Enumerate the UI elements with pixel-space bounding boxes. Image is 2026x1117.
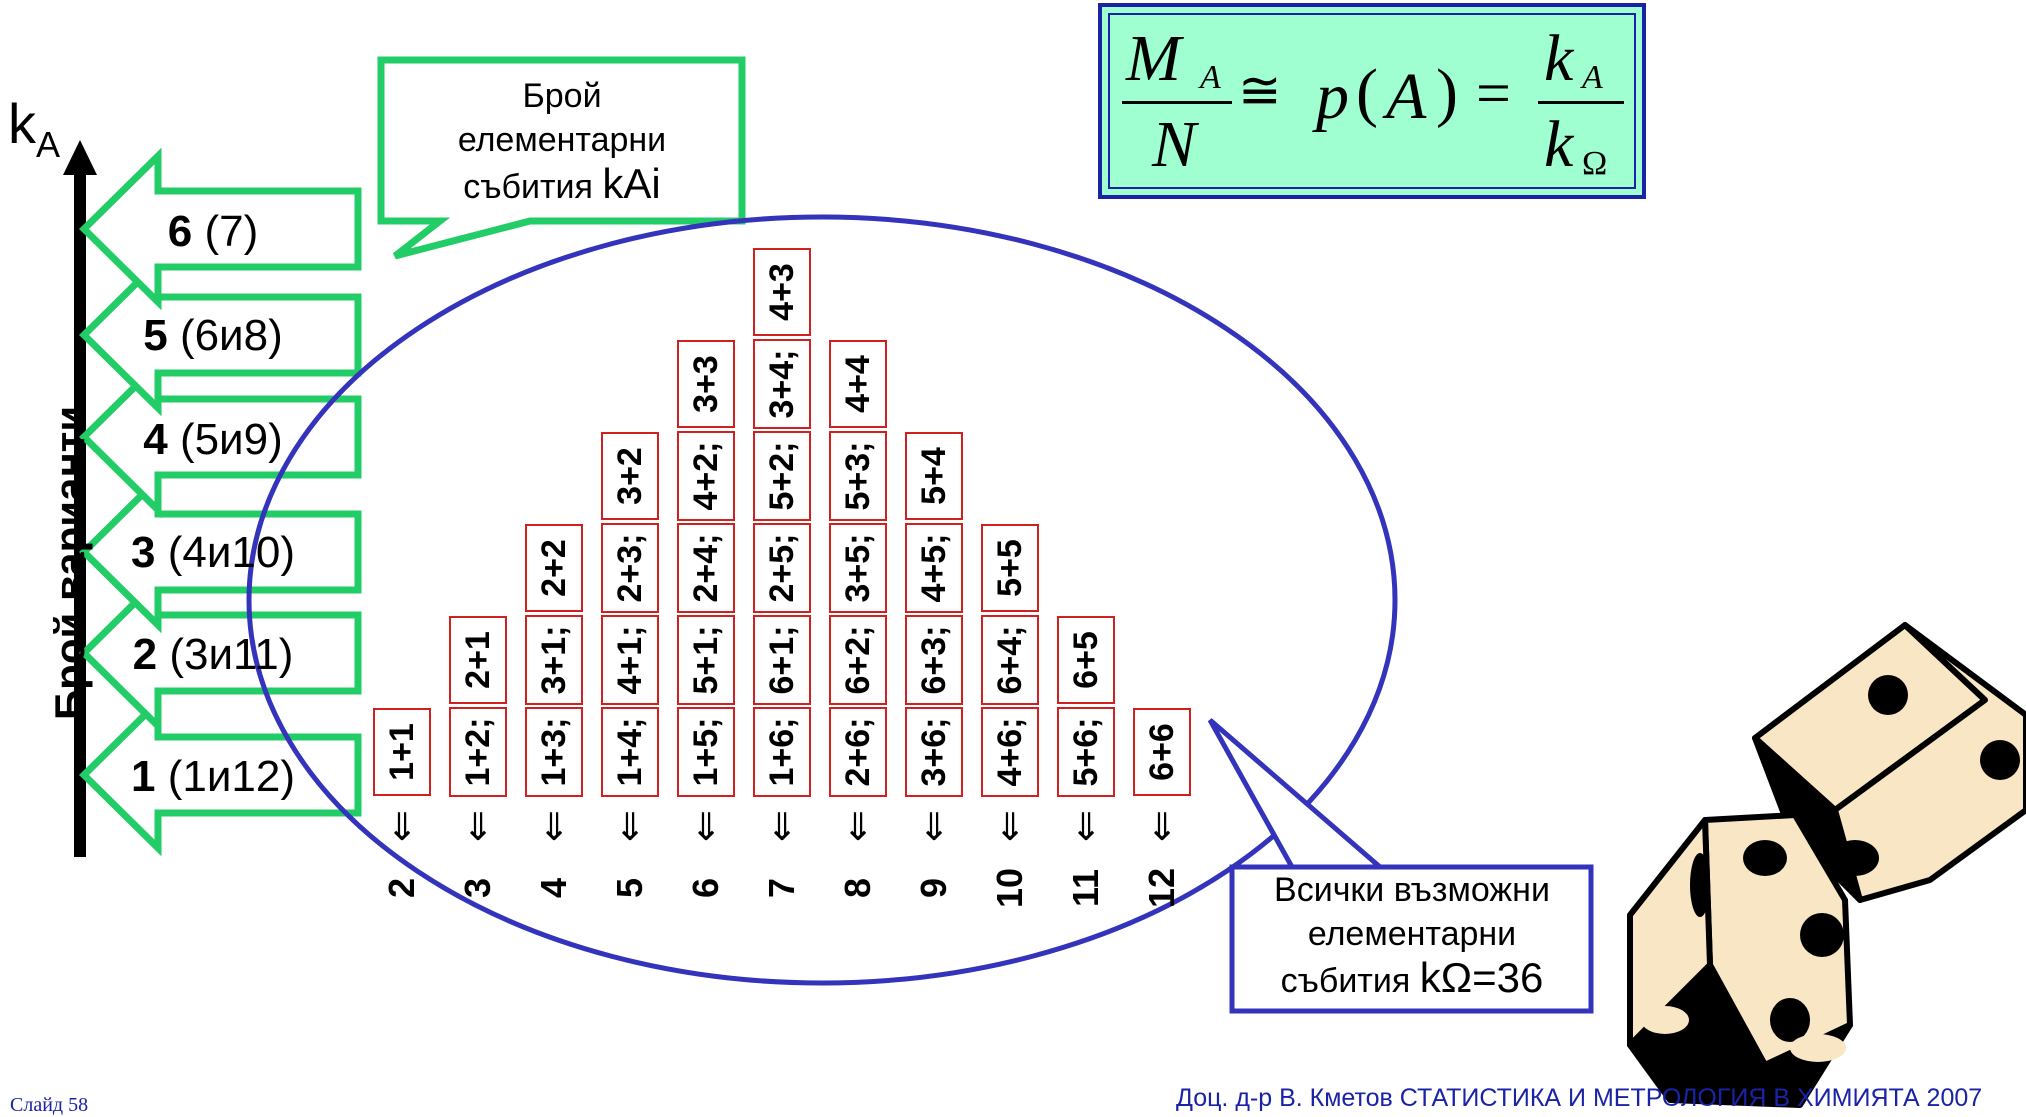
sum-arrow: ⇓ <box>524 808 584 846</box>
ka-main: k <box>8 92 36 155</box>
level-label-1: 1 (1и12) <box>68 755 358 799</box>
formula-omega: Ω <box>1582 145 1607 183</box>
formula-approx: ≅ <box>1238 61 1282 121</box>
formula-A: A <box>1386 59 1426 135</box>
outcome-cell-text: 3+2 <box>613 416 647 536</box>
outcome-cell-text: 4+3 <box>765 232 799 352</box>
formula-fraction-line-2 <box>1538 101 1624 104</box>
callout-top-line2: елементарни <box>390 118 734 162</box>
ka-sub: A <box>36 124 60 165</box>
callout-bottom-text: Всички възможни елементарни събития kΩ=3… <box>1236 868 1588 1003</box>
level-label-6: 6 (7) <box>68 210 358 254</box>
formula-p: p <box>1316 59 1349 135</box>
sum-arrow: ⇓ <box>600 808 660 846</box>
callout-top-line1: Брой <box>390 74 734 118</box>
outcome-cell-text: 4+4 <box>841 324 875 444</box>
level-label-5: 5 (6и8) <box>68 314 358 358</box>
sum-value: 2 <box>384 848 420 928</box>
formula-k1: k <box>1544 21 1573 97</box>
sum-value: 7 <box>764 848 800 928</box>
axis-ka-label: kA <box>8 96 60 163</box>
outcome-cell-text: 5+5 <box>993 508 1027 628</box>
level-arrows <box>84 156 358 848</box>
callout-top-line3: събития kAi <box>390 162 734 209</box>
formula-equals: = <box>1476 59 1511 130</box>
sum-value: 10 <box>992 848 1028 928</box>
outcome-cell-text: 3+3 <box>689 324 723 444</box>
formula-N: N <box>1152 107 1196 183</box>
sum-arrow: ⇓ <box>1132 808 1192 846</box>
formula-M: M <box>1126 21 1181 97</box>
callout-bottom-line1: Всички възможни <box>1236 868 1588 912</box>
level-label-4: 4 (5и9) <box>68 418 358 462</box>
sum-value: 9 <box>916 848 952 928</box>
callout-top-kai: kAi <box>602 160 660 207</box>
formula-lparen: ( <box>1356 55 1378 131</box>
formula-rparen: ) <box>1436 55 1458 131</box>
outcome-cell-text: 2+1 <box>461 600 495 720</box>
sum-value: 12 <box>1144 848 1180 928</box>
outcome-cell-text: 6+5 <box>1069 600 1103 720</box>
formula-fraction-line-1 <box>1122 101 1232 104</box>
sum-value: 11 <box>1068 848 1104 928</box>
sum-value: 5 <box>612 848 648 928</box>
formula-k2: k <box>1544 107 1573 183</box>
probability-formula: M A N ≅ p ( A ) = k A k Ω <box>1098 3 1646 199</box>
formula-A-sub2: A <box>1582 59 1603 97</box>
footer-author: Доц. д-р В. Кметов СТАТИСТИКА И МЕТРОЛОГ… <box>1176 1084 1982 1113</box>
outcomes-ellipse <box>249 217 1395 983</box>
sum-arrow: ⇓ <box>828 808 888 846</box>
sum-value: 3 <box>460 848 496 928</box>
sum-value: 4 <box>536 848 572 928</box>
sum-arrow: ⇓ <box>1056 808 1116 846</box>
outcome-cell-text: 5+4 <box>917 416 951 536</box>
callout-top-text: Брой елементарни събития kAi <box>390 74 734 209</box>
sum-value: 6 <box>688 848 724 928</box>
level-label-3: 3 (4и10) <box>68 531 358 575</box>
sum-arrow: ⇓ <box>752 808 812 846</box>
formula-A-sub1: A <box>1200 59 1221 97</box>
level-label-2: 2 (3и11) <box>68 633 358 677</box>
sum-arrow: ⇓ <box>676 808 736 846</box>
callout-bottom-ko: kΩ=36 <box>1420 954 1544 1001</box>
sum-arrow: ⇓ <box>904 808 964 846</box>
outcome-cell-text: 1+1 <box>385 692 419 812</box>
callout-bottom-line3: събития kΩ=36 <box>1236 956 1588 1003</box>
sum-arrow: ⇓ <box>980 808 1040 846</box>
outcome-cell-text: 2+2 <box>537 508 571 628</box>
sum-arrow: ⇓ <box>448 808 508 846</box>
sum-value: 8 <box>840 848 876 928</box>
callout-bottom-line2: елементарни <box>1236 912 1588 956</box>
outcome-cell-text: 6+6 <box>1145 692 1179 812</box>
sum-arrow: ⇓ <box>372 808 432 846</box>
dice-illustration <box>1630 625 2026 1105</box>
slide-number: Слайд 58 <box>10 1094 88 1117</box>
